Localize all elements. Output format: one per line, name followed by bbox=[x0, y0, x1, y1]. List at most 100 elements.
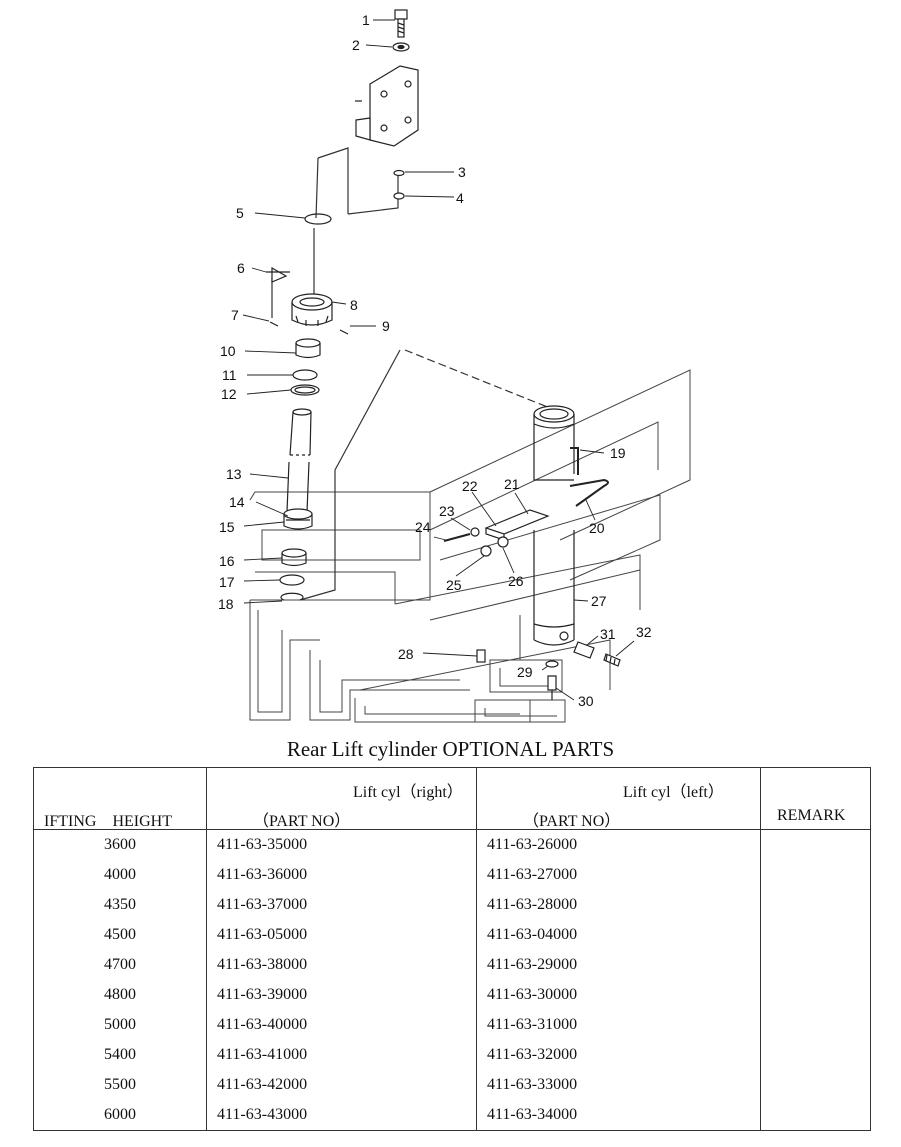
callout-1: 1 bbox=[362, 12, 370, 28]
callout-19: 19 bbox=[610, 445, 626, 461]
callout-9: 9 bbox=[382, 318, 390, 334]
right-part-no-cell: 411-63-37000 bbox=[206, 890, 477, 920]
remark-cell bbox=[760, 920, 871, 950]
header-right-sub: （PART NO） bbox=[253, 813, 351, 830]
callout-3: 3 bbox=[458, 164, 466, 180]
left-part-no-cell: 411-63-32000 bbox=[476, 1040, 761, 1070]
callout-18: 18 bbox=[218, 596, 234, 612]
right-part-no-cell: 411-63-41000 bbox=[206, 1040, 477, 1070]
right-part-no-cell: 411-63-36000 bbox=[206, 860, 477, 890]
header-left-sub: （PART NO） bbox=[523, 813, 621, 830]
height-cell: 4500 bbox=[33, 920, 207, 950]
callout-21: 21 bbox=[504, 476, 520, 492]
callout-11: 11 bbox=[222, 367, 237, 383]
right-part-no-cell: 411-63-42000 bbox=[206, 1070, 477, 1100]
remark-cell bbox=[760, 1010, 871, 1040]
header-cell-right: Lift cyl（right） （PART NO） bbox=[206, 767, 477, 830]
page-title: Rear Lift cylinder OPTIONAL PARTS bbox=[286, 737, 615, 761]
left-part-no-cell: 411-63-04000 bbox=[476, 920, 761, 950]
callout-24: 24 bbox=[415, 519, 431, 535]
remark-cell bbox=[760, 1040, 871, 1070]
callout-30: 30 bbox=[578, 693, 594, 709]
left-part-no-cell: 411-63-34000 bbox=[476, 1100, 761, 1131]
left-part-no-cell: 411-63-26000 bbox=[476, 829, 761, 860]
callout-15: 15 bbox=[219, 519, 235, 535]
callout-17: 17 bbox=[219, 574, 235, 590]
parts-table: IFTING HEIGHT Lift cyl（right） （PART NO） … bbox=[33, 767, 871, 1131]
cylinder-tube bbox=[533, 405, 575, 646]
right-part-no-cell: 411-63-35000 bbox=[206, 829, 477, 860]
exploded-parts-diagram: 1 2 3 4 5 6 7 8 9 10 11 12 13 14 15 16 1… bbox=[218, 9, 691, 723]
callout-20: 20 bbox=[589, 520, 605, 536]
callout-2: 2 bbox=[352, 37, 360, 53]
left-part-no-cell: 411-63-30000 bbox=[476, 980, 761, 1010]
remark-cell bbox=[760, 950, 871, 980]
callout-25: 25 bbox=[446, 577, 462, 593]
callout-8: 8 bbox=[350, 297, 358, 313]
height-cell: 6000 bbox=[33, 1100, 207, 1131]
bolt-part bbox=[394, 9, 408, 38]
callout-7: 7 bbox=[231, 307, 239, 323]
callout-5: 5 bbox=[236, 205, 244, 221]
callout-13: 13 bbox=[226, 466, 242, 482]
header-cell-left: Lift cyl（left） （PART NO） bbox=[476, 767, 761, 830]
cylinder-head bbox=[291, 293, 333, 326]
callout-14: 14 bbox=[229, 494, 245, 510]
callout-27: 27 bbox=[591, 593, 607, 609]
callout-10: 10 bbox=[220, 343, 236, 359]
piston-rod bbox=[286, 408, 312, 513]
callout-12: 12 bbox=[221, 386, 237, 402]
height-cell: 4000 bbox=[33, 860, 207, 890]
mast-frame bbox=[249, 369, 691, 723]
left-part-no-cell: 411-63-29000 bbox=[476, 950, 761, 980]
callout-4: 4 bbox=[456, 190, 464, 206]
height-cell: 5400 bbox=[33, 1040, 207, 1070]
remark-cell bbox=[760, 1070, 871, 1100]
height-cell: 3600 bbox=[33, 829, 207, 860]
left-part-no-cell: 411-63-33000 bbox=[476, 1070, 761, 1100]
callout-16: 16 bbox=[219, 553, 235, 569]
header-right-label: Lift cyl（right） bbox=[353, 784, 463, 801]
callout-28: 28 bbox=[398, 646, 414, 662]
right-part-no-cell: 411-63-05000 bbox=[206, 920, 477, 950]
header-remark-label: REMARK bbox=[777, 807, 846, 824]
callout-numbers: 1 2 3 4 5 6 7 8 9 10 11 12 13 14 15 16 1… bbox=[218, 12, 652, 709]
table-header-row: IFTING HEIGHT Lift cyl（right） （PART NO） … bbox=[33, 767, 871, 830]
remark-cell bbox=[760, 829, 871, 860]
left-part-no-cell: 411-63-31000 bbox=[476, 1010, 761, 1040]
height-cell: 4350 bbox=[33, 890, 207, 920]
callout-29: 29 bbox=[517, 664, 533, 680]
header-cell-remark: REMARK bbox=[760, 767, 871, 830]
header-height-label: IFTING HEIGHT bbox=[44, 813, 172, 830]
callout-leaders bbox=[242, 19, 635, 701]
remark-cell bbox=[760, 860, 871, 890]
left-part-no-cell: 411-63-28000 bbox=[476, 890, 761, 920]
callout-31: 31 bbox=[600, 626, 616, 642]
height-cell: 4700 bbox=[33, 950, 207, 980]
remark-cell bbox=[760, 1100, 871, 1131]
right-part-no-cell: 411-63-43000 bbox=[206, 1100, 477, 1131]
callout-32: 32 bbox=[636, 624, 652, 640]
height-cell: 5000 bbox=[33, 1010, 207, 1040]
height-cell: 4800 bbox=[33, 980, 207, 1010]
remark-cell bbox=[760, 980, 871, 1010]
remark-cell bbox=[760, 890, 871, 920]
height-cell: 5500 bbox=[33, 1070, 207, 1100]
header-cell-height: IFTING HEIGHT bbox=[33, 767, 207, 830]
callout-26: 26 bbox=[508, 573, 524, 589]
right-part-no-cell: 411-63-40000 bbox=[206, 1010, 477, 1040]
callout-6: 6 bbox=[237, 260, 245, 276]
callout-23: 23 bbox=[439, 503, 455, 519]
right-part-no-cell: 411-63-39000 bbox=[206, 980, 477, 1010]
left-part-no-cell: 411-63-27000 bbox=[476, 860, 761, 890]
